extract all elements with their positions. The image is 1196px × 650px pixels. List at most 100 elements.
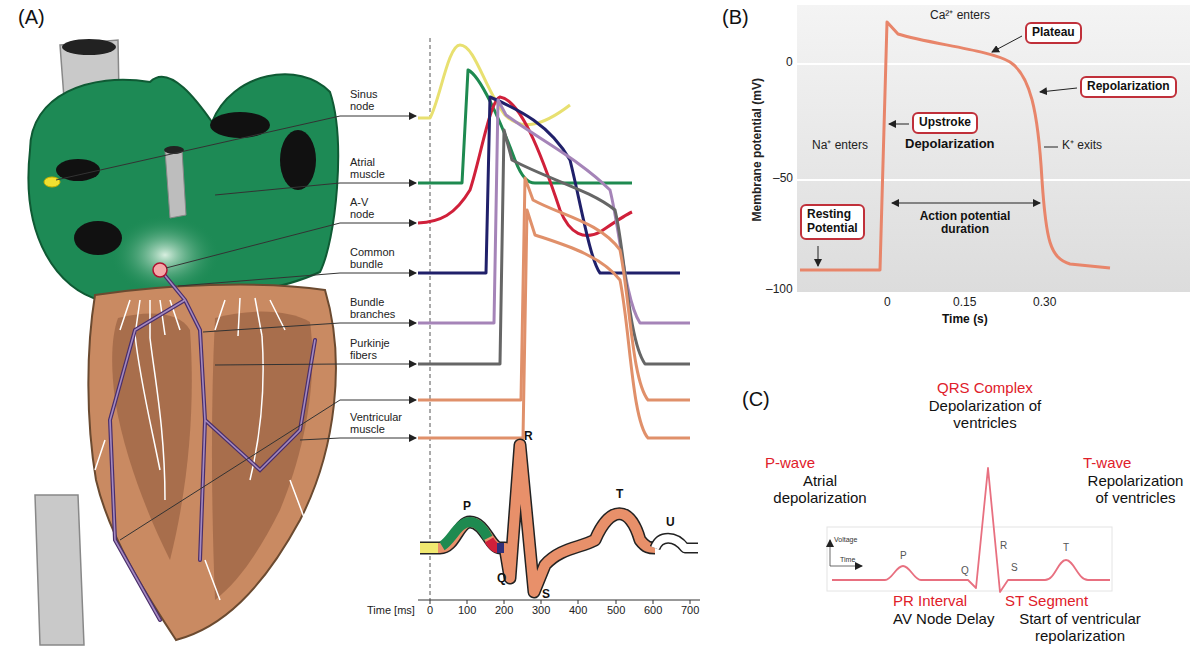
drawing-part	[120, 400, 416, 540]
drawing-part	[489, 540, 497, 548]
tick-label: 200	[495, 604, 513, 616]
axis-title: Time [ms]	[367, 604, 415, 616]
drawing-part	[818, 246, 819, 266]
drawing-part	[110, 272, 315, 620]
interval-name: PR Interval	[893, 593, 967, 610]
tick-label: 100	[458, 604, 476, 616]
wave-description: Atrial depolarization	[765, 473, 875, 507]
ion-label: Ca²⁺ enters	[930, 9, 990, 22]
drawing-part	[74, 221, 122, 255]
drawing-part	[892, 203, 1040, 204]
drawing-part	[212, 312, 312, 600]
drawing-part	[110, 215, 220, 295]
drawing-part	[420, 445, 655, 592]
tick-label: 300	[532, 604, 550, 616]
panel-letter: (B)	[722, 6, 749, 28]
drawing-part	[800, 22, 1110, 270]
drawing-part	[418, 100, 690, 323]
ion-label: Na⁺ enters	[812, 139, 868, 152]
part-label: Common bundle	[350, 246, 395, 271]
heart-illustration	[28, 39, 338, 645]
tick-label: 700	[681, 604, 699, 616]
tick-label: 400	[569, 604, 587, 616]
drawing-part	[62, 39, 116, 55]
drawing-part	[203, 323, 416, 332]
drawing-part	[830, 540, 831, 566]
part-label: Ventricular muscle	[350, 411, 402, 436]
drawing-part	[56, 116, 416, 180]
drawing-part	[418, 600, 700, 601]
drawing-part	[153, 263, 167, 277]
panel-letter: (C)	[742, 388, 770, 410]
drawing-part	[1040, 88, 1077, 92]
drawing-part	[44, 177, 60, 187]
wave-name: QRS Complex	[937, 380, 1033, 397]
wave-letter: Q	[961, 565, 969, 576]
drawing-part	[56, 159, 100, 181]
phase-label: Depolarization	[905, 137, 995, 152]
tick-label: 600	[644, 604, 662, 616]
box-text: Repolarization	[1087, 80, 1170, 94]
drawing-part	[418, 97, 680, 273]
phase-box: Plateau	[1025, 22, 1082, 44]
drawing-part	[280, 130, 316, 190]
part-label: Sinus node	[350, 88, 378, 113]
tick-label: 0.15	[953, 296, 976, 309]
drawing-part	[178, 273, 416, 286]
wave-description: Depolarization of ventricles	[910, 398, 1060, 432]
wave-letter: T	[1063, 542, 1069, 553]
wave-letter: U	[666, 516, 675, 529]
drawing-part	[420, 445, 655, 592]
wave-name: T-wave	[1083, 455, 1131, 472]
wave-description: Repolarization of ventricles	[1083, 473, 1188, 507]
drawing-part	[832, 468, 1110, 592]
tick-label: 0	[884, 296, 891, 309]
drawing-part	[442, 522, 488, 546]
wave-letter: S	[1011, 562, 1018, 573]
drawing-part	[497, 543, 504, 553]
phase-box: Repolarization	[1080, 76, 1177, 98]
ecg-trace	[420, 445, 698, 592]
phase-box: Upstroke	[912, 112, 978, 134]
wave-letter: T	[616, 488, 623, 501]
time-zero-line	[430, 38, 431, 600]
drawing-part	[420, 543, 438, 553]
duration-label: Action potential duration	[900, 210, 1030, 237]
axis-title: Voltage	[834, 536, 857, 544]
drawing-part	[797, 179, 1190, 181]
drawing-part	[1044, 147, 1058, 148]
interval-name: ST Segment	[1005, 593, 1088, 610]
drawing-part	[992, 36, 1022, 52]
drawing-part	[300, 438, 416, 440]
drawing-part	[418, 210, 690, 438]
drawing-part	[830, 566, 862, 567]
box-text: Plateau	[1032, 26, 1075, 40]
drawing-part	[797, 63, 1190, 65]
tick-label: 0.30	[1033, 296, 1056, 309]
drawing-part	[655, 538, 698, 548]
action-potential-chart	[797, 5, 1190, 292]
wave-letter: R	[1000, 540, 1007, 551]
interval-description: AV Node Delay	[893, 611, 994, 628]
interval-description: Start of ventricular repolarization	[1005, 611, 1155, 645]
drawing-part	[88, 285, 336, 640]
drawing-part	[215, 183, 416, 195]
drawing-part	[110, 272, 315, 620]
box-text: Resting Potential	[807, 208, 858, 236]
tick-label: 0	[786, 56, 793, 69]
drawing-part	[135, 335, 263, 500]
panel-letter: (A)	[18, 6, 45, 28]
tick-label: 0	[427, 604, 433, 616]
drawing-part	[215, 364, 416, 365]
part-label: Bundle branches	[350, 296, 395, 321]
drawing-part	[889, 124, 909, 125]
time-axis	[418, 600, 700, 604]
drawing-part	[165, 150, 186, 218]
part-label: A-V node	[350, 196, 374, 221]
drawing-part	[164, 146, 184, 154]
box-text: Upstroke	[919, 116, 971, 130]
axis-title: Time (s)	[942, 313, 988, 326]
axis-title: Membrane potential (mV)	[751, 78, 764, 221]
wave-letter: S	[542, 588, 550, 601]
